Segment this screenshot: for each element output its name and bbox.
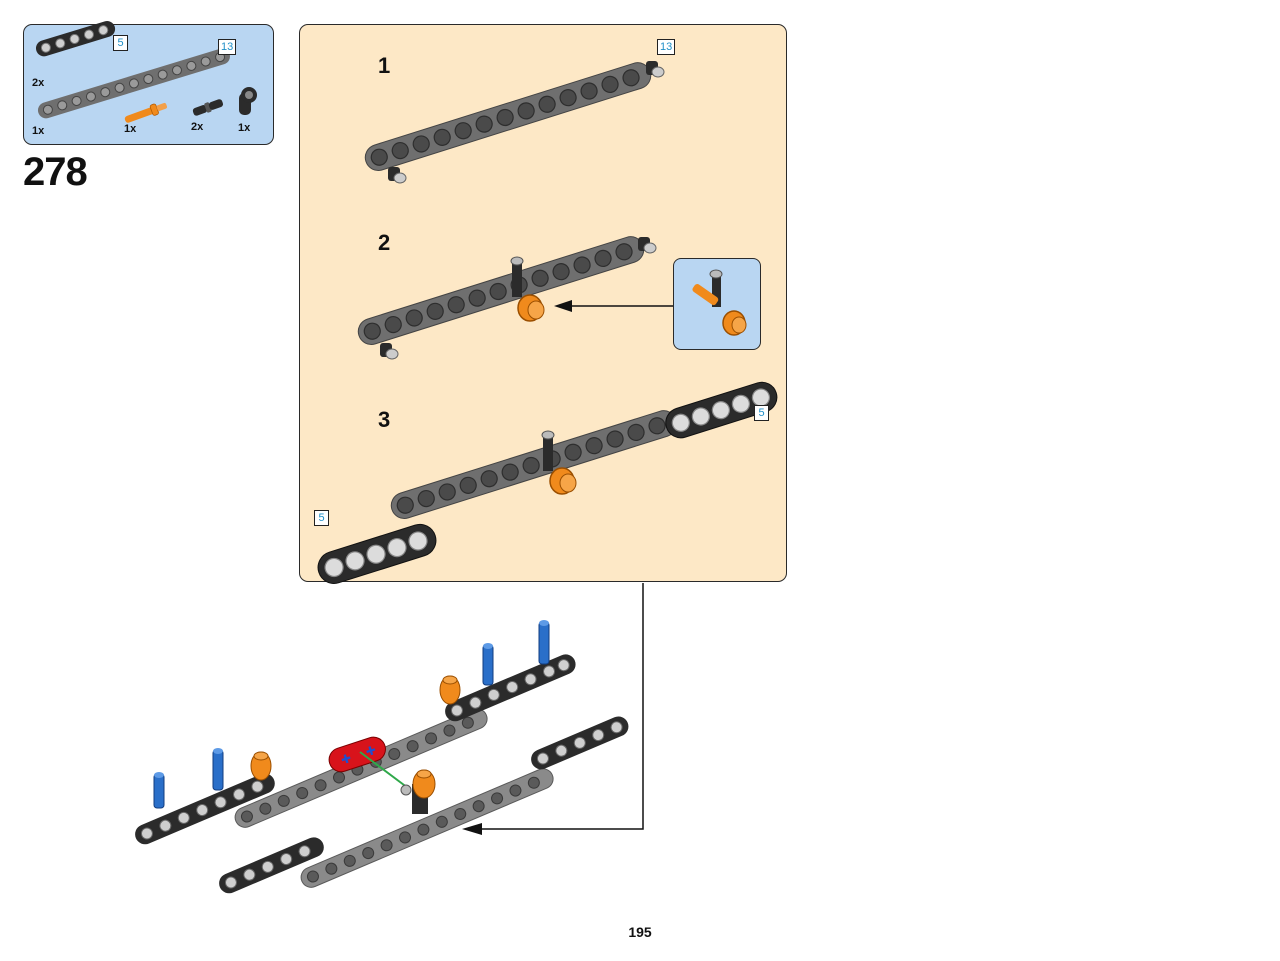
orange-axle-pin-icon	[124, 102, 168, 123]
substep-2-arrowhead-icon	[554, 300, 572, 312]
blue-pin-2	[212, 748, 224, 791]
lower-right-black-beam	[531, 716, 629, 770]
parts-list: 5 13 2x 1x 1x 2x 1x	[23, 21, 274, 145]
green-insert-guide	[359, 751, 409, 789]
substep-2-orange-axle-assembly	[510, 256, 545, 322]
parts-length-tag-5: 5	[113, 35, 128, 51]
substep-1-black-pin-right	[646, 61, 665, 78]
blue-pin-4	[538, 620, 550, 665]
substep-3-orange-axle-assembly	[541, 430, 577, 495]
sub-assembly-panel: 1 2 3	[299, 24, 787, 584]
parts-qty-black-pin: 2x	[191, 121, 204, 133]
parts-illustration	[35, 21, 257, 123]
blue-pin-3	[482, 643, 494, 686]
substep-3-grey-beam	[390, 410, 678, 519]
page-number: 195	[628, 924, 652, 940]
substep-1-grey-beam	[364, 62, 652, 171]
main-leader-line	[474, 583, 644, 830]
parts-qty-orange-axle-pin: 1x	[124, 123, 137, 135]
orange-bushing-1	[250, 751, 272, 781]
grey-liftarm-13-icon	[37, 48, 230, 119]
orange-bushing-2	[439, 675, 461, 705]
substep-3-length-tag-left: 5	[314, 510, 329, 526]
substep-1-black-pin-left	[388, 167, 407, 184]
parts-length-tag-13: 13	[218, 39, 237, 55]
black-liftarm-5-icon	[35, 21, 116, 57]
step-number: 278	[23, 150, 88, 194]
lower-left-black-beam	[219, 837, 324, 894]
parts-qty-grey-liftarm: 1x	[32, 125, 45, 137]
substep-2-number: 2	[378, 230, 391, 255]
main-leader-arrowhead-icon	[462, 823, 482, 835]
blue-pin-1	[153, 772, 165, 809]
lower-orange-axle-assembly	[400, 769, 436, 814]
substep-2-grey-beam	[357, 236, 645, 345]
callout-illustration	[692, 269, 747, 336]
upper-left-black-beam	[135, 773, 275, 845]
lower-grey-beam	[300, 768, 554, 888]
substep-3-black-beam-left	[317, 523, 437, 584]
substep-3-black-beam-right	[665, 381, 778, 439]
substep-2-callout	[673, 258, 761, 350]
svg-text:✚: ✚	[339, 751, 353, 767]
black-pin-icon	[192, 99, 224, 116]
substep-3-length-tag-right: 5	[754, 405, 769, 421]
svg-text:✚: ✚	[364, 743, 378, 759]
sub-assembly-illustration	[317, 61, 778, 584]
substep-1-length-tag-13: 13	[657, 39, 676, 55]
substep-1-number: 1	[378, 53, 391, 78]
parts-qty-black-liftarm: 2x	[32, 77, 45, 89]
parts-qty-pin-connector: 1x	[238, 122, 251, 134]
upper-right-black-beam	[445, 654, 576, 722]
substep-3-number: 3	[378, 407, 391, 432]
substep-2-black-pin-left	[380, 343, 399, 360]
red-connector: ✚ ✚	[328, 736, 386, 773]
pin-connector-icon	[239, 87, 257, 115]
substep-2-black-pin-right	[638, 237, 657, 254]
